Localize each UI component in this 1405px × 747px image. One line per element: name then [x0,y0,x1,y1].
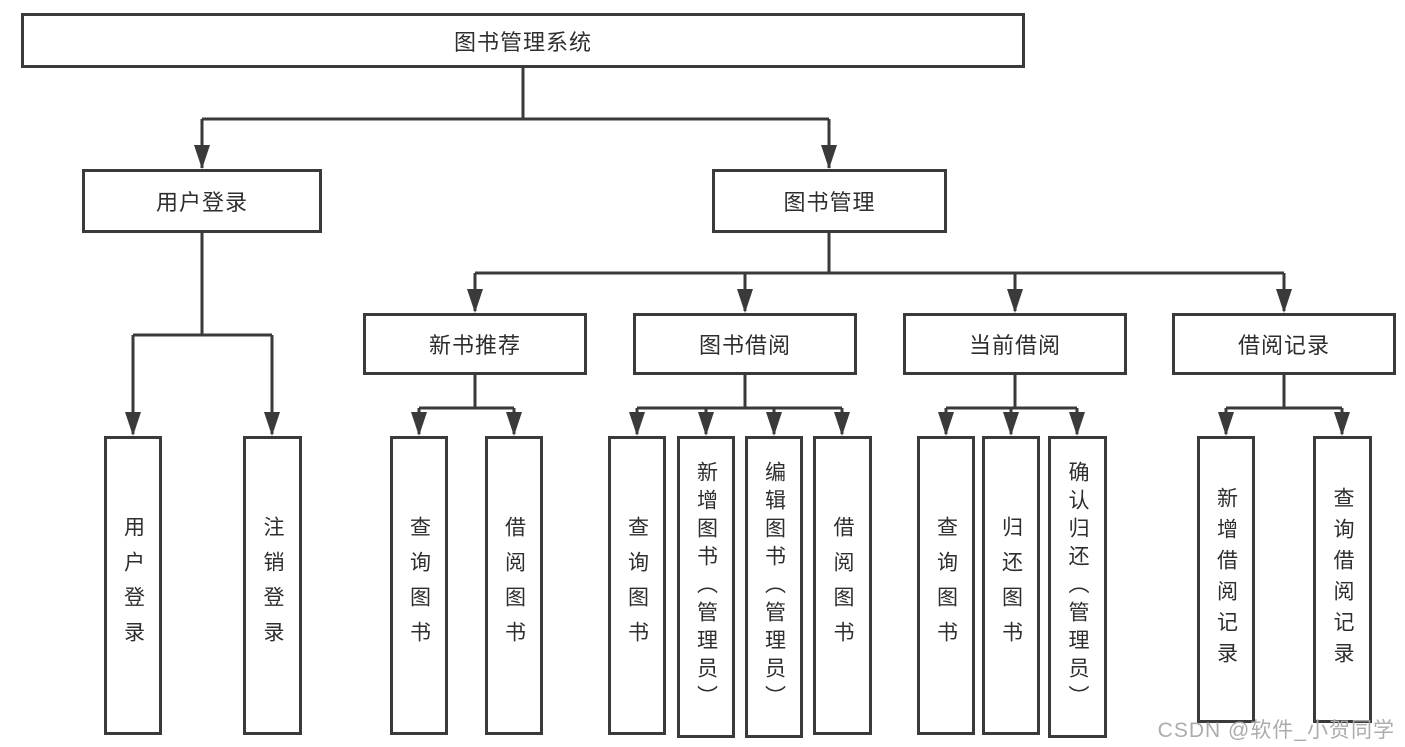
arrowhead [629,412,645,436]
leaf-query-borrow-record: 查询借阅记录 [1313,436,1372,723]
leaf-borrowing-add-book-admin: 新增图书（管理员） [677,436,735,738]
leaf-add-borrow-record: 新增借阅记录 [1197,436,1255,723]
arrowhead [467,289,483,313]
leaf-borrowing-query-book: 查询图书 [608,436,666,735]
arrowhead [766,412,782,436]
node-label: 借阅记录 [1237,333,1330,358]
arrowhead [938,412,954,436]
leaf-current-query-book: 查询图书 [917,436,975,735]
arrowhead [1007,289,1023,313]
arrowhead [1334,412,1350,436]
node-user-login: 用户登录 [82,169,322,233]
arrowhead [411,412,427,436]
arrowhead [1218,412,1234,436]
leaf-user-login: 用户登录 [104,436,162,735]
arrowhead [506,412,522,436]
node-label: 新增图书（管理员） [694,461,718,713]
arrowhead [194,145,210,169]
node-label: 查询借阅记录 [1331,486,1354,673]
node-label: 用户登录 [121,515,145,656]
leaf-recommend-query-book: 查询图书 [390,436,448,735]
node-label: 新增借阅记录 [1214,486,1238,673]
node-label: 编辑图书（管理员） [762,461,786,713]
node-label: 查询图书 [625,515,649,656]
arrowhead [821,145,837,169]
node-new-book-recommendation: 新书推荐 [363,313,587,375]
watermark: CSDN @软件_小贺同学 [1157,719,1395,742]
leaf-borrowing-borrow-book: 借阅图书 [813,436,872,735]
leaf-current-confirm-return-admin: 确认归还（管理员） [1048,436,1107,738]
node-label: 借阅图书 [502,515,526,656]
arrowhead [1069,412,1085,436]
node-label: 归还图书 [999,515,1023,656]
node-current-borrowing: 当前借阅 [903,313,1127,375]
node-book-management: 图书管理 [712,169,947,233]
node-label: 图书管理 [783,190,876,215]
arrowheads [125,145,1350,436]
arrowhead [1003,412,1019,436]
node-label: 图书管理系统 [453,29,592,55]
node-label: 查询图书 [934,515,958,656]
node-library-management-system: 图书管理系统 [21,13,1025,68]
leaf-recommend-borrow-book: 借阅图书 [485,436,543,735]
node-label: 借阅图书 [831,515,854,656]
node-borrowing-records: 借阅记录 [1172,313,1396,375]
arrowhead [834,412,850,436]
arrowhead [125,412,141,436]
leaf-logout: 注销登录 [243,436,302,735]
node-label: 查询图书 [407,515,431,656]
node-label: 新书推荐 [428,333,521,358]
arrowhead [698,412,714,436]
node-label: 确认归还（管理员） [1066,461,1089,713]
arrowhead [737,289,753,313]
arrowhead [264,412,280,436]
arrowhead [1276,289,1292,313]
leaf-borrowing-edit-book-admin: 编辑图书（管理员） [745,436,803,738]
node-label: 用户登录 [155,190,248,215]
node-label: 图书借阅 [698,333,791,358]
leaf-current-return-book: 归还图书 [982,436,1040,735]
node-book-borrowing: 图书借阅 [633,313,857,375]
node-label: 当前借阅 [968,333,1061,358]
node-label: 注销登录 [261,515,284,656]
